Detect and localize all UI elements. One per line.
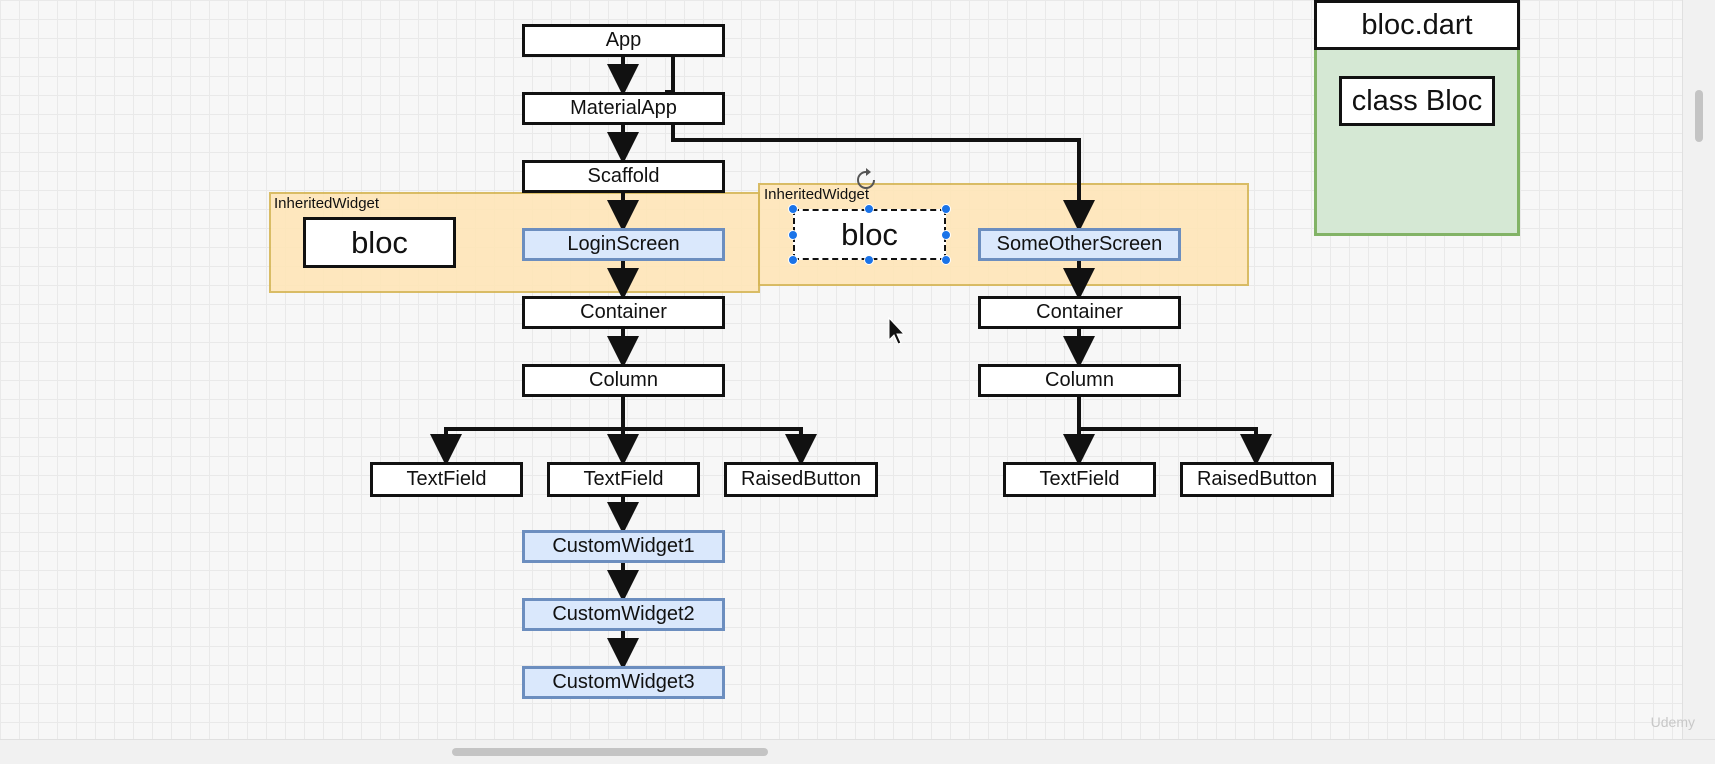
resize-handle-ne[interactable]: [941, 204, 951, 214]
node-app[interactable]: App: [522, 24, 725, 57]
resize-handle-w[interactable]: [788, 230, 798, 240]
node-container-right[interactable]: Container: [978, 296, 1181, 329]
node-column-right[interactable]: Column: [978, 364, 1181, 397]
node-textfield-1[interactable]: TextField: [370, 462, 523, 497]
horizontal-scrollbar[interactable]: [0, 739, 1715, 764]
node-raisedbutton-left[interactable]: RaisedButton: [724, 462, 878, 497]
arrow-column-raisedbutton-right: [1079, 427, 1272, 466]
resize-handle-e[interactable]: [941, 230, 951, 240]
arrow-materialapp-someotherscreen: [671, 125, 1095, 232]
arrow-column-textfield-1: [430, 427, 623, 466]
resize-handle-nw[interactable]: [788, 204, 798, 214]
resize-handle-sw[interactable]: [788, 255, 798, 265]
node-column-left[interactable]: Column: [522, 364, 725, 397]
vertical-scrollbar[interactable]: [1682, 0, 1715, 740]
node-textfield-2[interactable]: TextField: [547, 462, 700, 497]
class-bloc-box[interactable]: class Bloc: [1339, 76, 1495, 126]
resize-handle-n[interactable]: [864, 204, 874, 214]
horizontal-scrollbar-thumb[interactable]: [452, 748, 768, 756]
node-raisedbutton-right[interactable]: RaisedButton: [1180, 462, 1334, 497]
bloc-dart-title[interactable]: bloc.dart: [1314, 0, 1520, 50]
node-scaffold[interactable]: Scaffold: [522, 160, 725, 193]
inherited-widget-left-label: InheritedWidget: [274, 195, 380, 212]
vertical-scrollbar-thumb[interactable]: [1695, 90, 1703, 142]
arrow-app-to-materialapp-side: [665, 57, 675, 94]
resize-handle-s[interactable]: [864, 255, 874, 265]
resize-handle-se[interactable]: [941, 255, 951, 265]
node-customwidget2[interactable]: CustomWidget2: [522, 598, 725, 631]
node-customwidget1[interactable]: CustomWidget1: [522, 530, 725, 563]
bloc-box-right-selected[interactable]: bloc: [793, 209, 946, 260]
node-loginscreen[interactable]: LoginScreen: [522, 228, 725, 261]
udemy-watermark-logo: Udemy: [1650, 714, 1695, 730]
node-container-left[interactable]: Container: [522, 296, 725, 329]
arrow-column-raisedbutton: [623, 427, 817, 466]
node-customwidget3[interactable]: CustomWidget3: [522, 666, 725, 699]
bloc-box-left[interactable]: bloc: [303, 217, 456, 268]
node-materialapp[interactable]: MaterialApp: [522, 92, 725, 125]
inherited-widget-right-label: InheritedWidget: [764, 186, 870, 203]
node-someotherscreen[interactable]: SomeOtherScreen: [978, 228, 1181, 261]
node-textfield-right[interactable]: TextField: [1003, 462, 1156, 497]
